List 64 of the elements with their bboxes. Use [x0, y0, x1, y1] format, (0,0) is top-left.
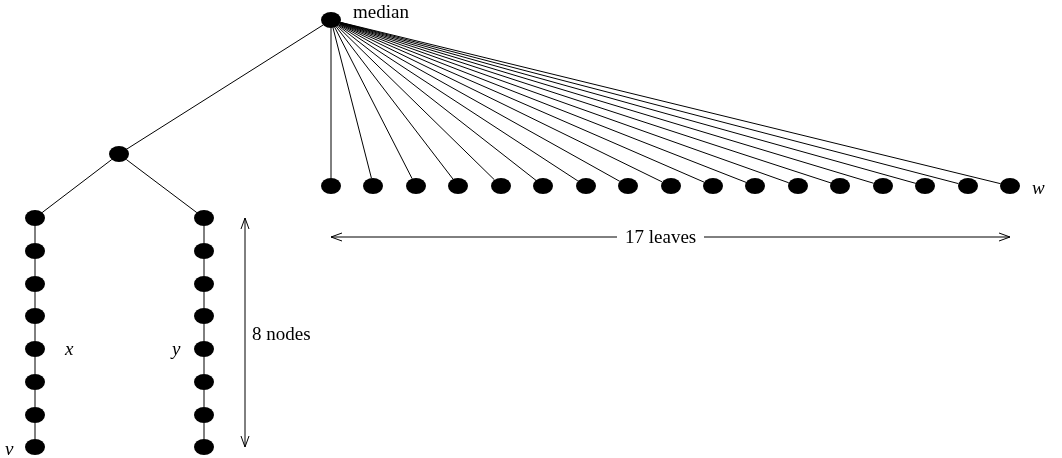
- tree-node: [448, 178, 469, 194]
- tree-edge: [336, 25, 495, 181]
- node-label: median: [353, 2, 409, 22]
- dimension-label: 8 nodes: [252, 324, 311, 344]
- tree-edge: [337, 25, 537, 181]
- tree-node: [957, 178, 978, 194]
- tree-node: [915, 178, 936, 194]
- tree-node: [830, 178, 851, 194]
- tree-node: [1000, 178, 1021, 194]
- tree-node: [872, 178, 893, 194]
- tree-node: [660, 178, 681, 194]
- tree-edge: [203, 323, 205, 342]
- node-label: w: [1032, 178, 1045, 198]
- tree-edge: [125, 159, 198, 213]
- tree-node: [194, 276, 214, 292]
- tree-node: [25, 341, 45, 357]
- tree-edge: [203, 389, 205, 408]
- tree-edge: [203, 225, 205, 244]
- tree-edge: [34, 356, 36, 375]
- tree-edge: [203, 258, 205, 277]
- tree-edge: [332, 27, 372, 179]
- tree-node: [25, 374, 45, 390]
- tree-node: [787, 178, 808, 194]
- tree-node: [194, 243, 214, 259]
- tree-node: [25, 439, 45, 455]
- tree-edge: [34, 323, 36, 342]
- tree-node: [405, 178, 426, 194]
- tree-node: [490, 178, 511, 194]
- tree-edge: [126, 24, 324, 150]
- tree-edge: [34, 258, 36, 277]
- tree-node: [194, 341, 214, 357]
- tree-node: [25, 407, 45, 423]
- tree-node: [745, 178, 766, 194]
- node-label: x: [65, 339, 74, 359]
- tree-edge: [203, 422, 205, 440]
- tree-node: [194, 210, 214, 226]
- tree-edge: [335, 26, 454, 180]
- tree-edge: [203, 356, 205, 375]
- tree-node: [575, 178, 596, 194]
- tree-node: [533, 178, 554, 194]
- tree-node: [194, 308, 214, 324]
- tree-node: [618, 178, 639, 194]
- tree-edge: [34, 422, 36, 440]
- tree-node: [321, 178, 341, 194]
- tree-edge: [34, 291, 36, 309]
- tree-edge: [203, 291, 205, 309]
- tree-node: [25, 308, 45, 324]
- tree-edge: [330, 27, 332, 179]
- tree-node: [25, 243, 45, 259]
- tree-node: [194, 407, 214, 423]
- tree-node: [194, 374, 214, 390]
- tree-node: [702, 178, 723, 194]
- tree-node: [25, 276, 45, 292]
- tree-node: [363, 178, 384, 194]
- node-label: v: [5, 439, 14, 458]
- tree-edge: [34, 225, 36, 244]
- tree-node: [194, 439, 214, 455]
- tree-edge: [41, 159, 113, 213]
- tree-node: [321, 12, 341, 28]
- tree-edge: [334, 26, 413, 180]
- node-label: y: [172, 339, 181, 359]
- tree-node: [109, 146, 129, 162]
- tree-node: [25, 210, 45, 226]
- tree-edge: [34, 389, 36, 408]
